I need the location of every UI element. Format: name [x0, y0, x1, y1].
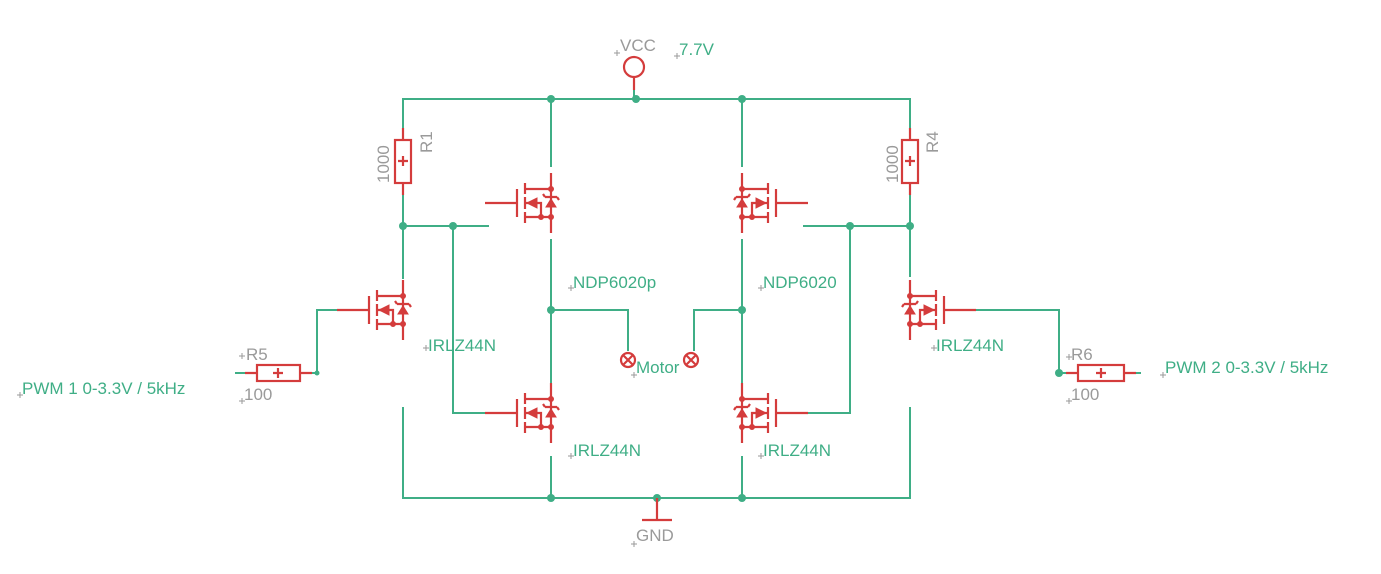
motor-terminal-right: [682, 351, 700, 369]
mosfet-p-right-label: NDP6020: [763, 273, 837, 292]
vcc-value: 7.7V: [679, 40, 715, 59]
mosfet-q-right-driver: [900, 278, 978, 342]
resistor-r1: [393, 128, 413, 195]
resistor-r6: [1066, 363, 1136, 383]
r5-value: 100: [244, 385, 272, 404]
mosfet-q-left-driver: [335, 278, 413, 342]
vcc-label: VCC: [620, 36, 656, 55]
resistor-r5: [245, 363, 312, 383]
junctions: [314, 95, 1063, 502]
r6-value: 100: [1071, 385, 1099, 404]
mosfet-q-right-low: [732, 381, 810, 445]
r4-name: R4: [923, 131, 942, 153]
pwm1-label: PWM 1 0-3.3V / 5kHz: [22, 379, 185, 398]
mosfet-n-left-driver-label: IRLZ44N: [428, 336, 496, 355]
pwm2-label: PWM 2 0-3.3V / 5kHz: [1165, 358, 1328, 377]
mosfet-n-left-low-label: IRLZ44N: [573, 441, 641, 460]
mosfet-n-right-low-label: IRLZ44N: [763, 441, 831, 460]
mosfet-q-right-high: [732, 171, 810, 235]
mosfet-q-left-high: [483, 171, 561, 235]
mosfet-p-left-label: NDP6020p: [573, 273, 656, 292]
motor-label: Motor: [636, 358, 680, 377]
r1-name: R1: [417, 131, 436, 153]
gnd-symbol: [642, 498, 672, 522]
mosfet-n-right-driver-label: IRLZ44N: [936, 336, 1004, 355]
r5-name: R5: [246, 345, 268, 364]
vcc-symbol: [622, 55, 646, 90]
resistor-r4: [900, 128, 920, 195]
wires: [235, 79, 1141, 521]
label-origin-markers: [17, 50, 1166, 547]
r4-value: 1000: [883, 145, 902, 183]
r6-name: R6: [1071, 345, 1093, 364]
mosfet-q-left-low: [483, 381, 561, 445]
gnd-label: GND: [636, 526, 674, 545]
motor-terminal-left: [619, 351, 637, 369]
r1-value: 1000: [374, 145, 393, 183]
